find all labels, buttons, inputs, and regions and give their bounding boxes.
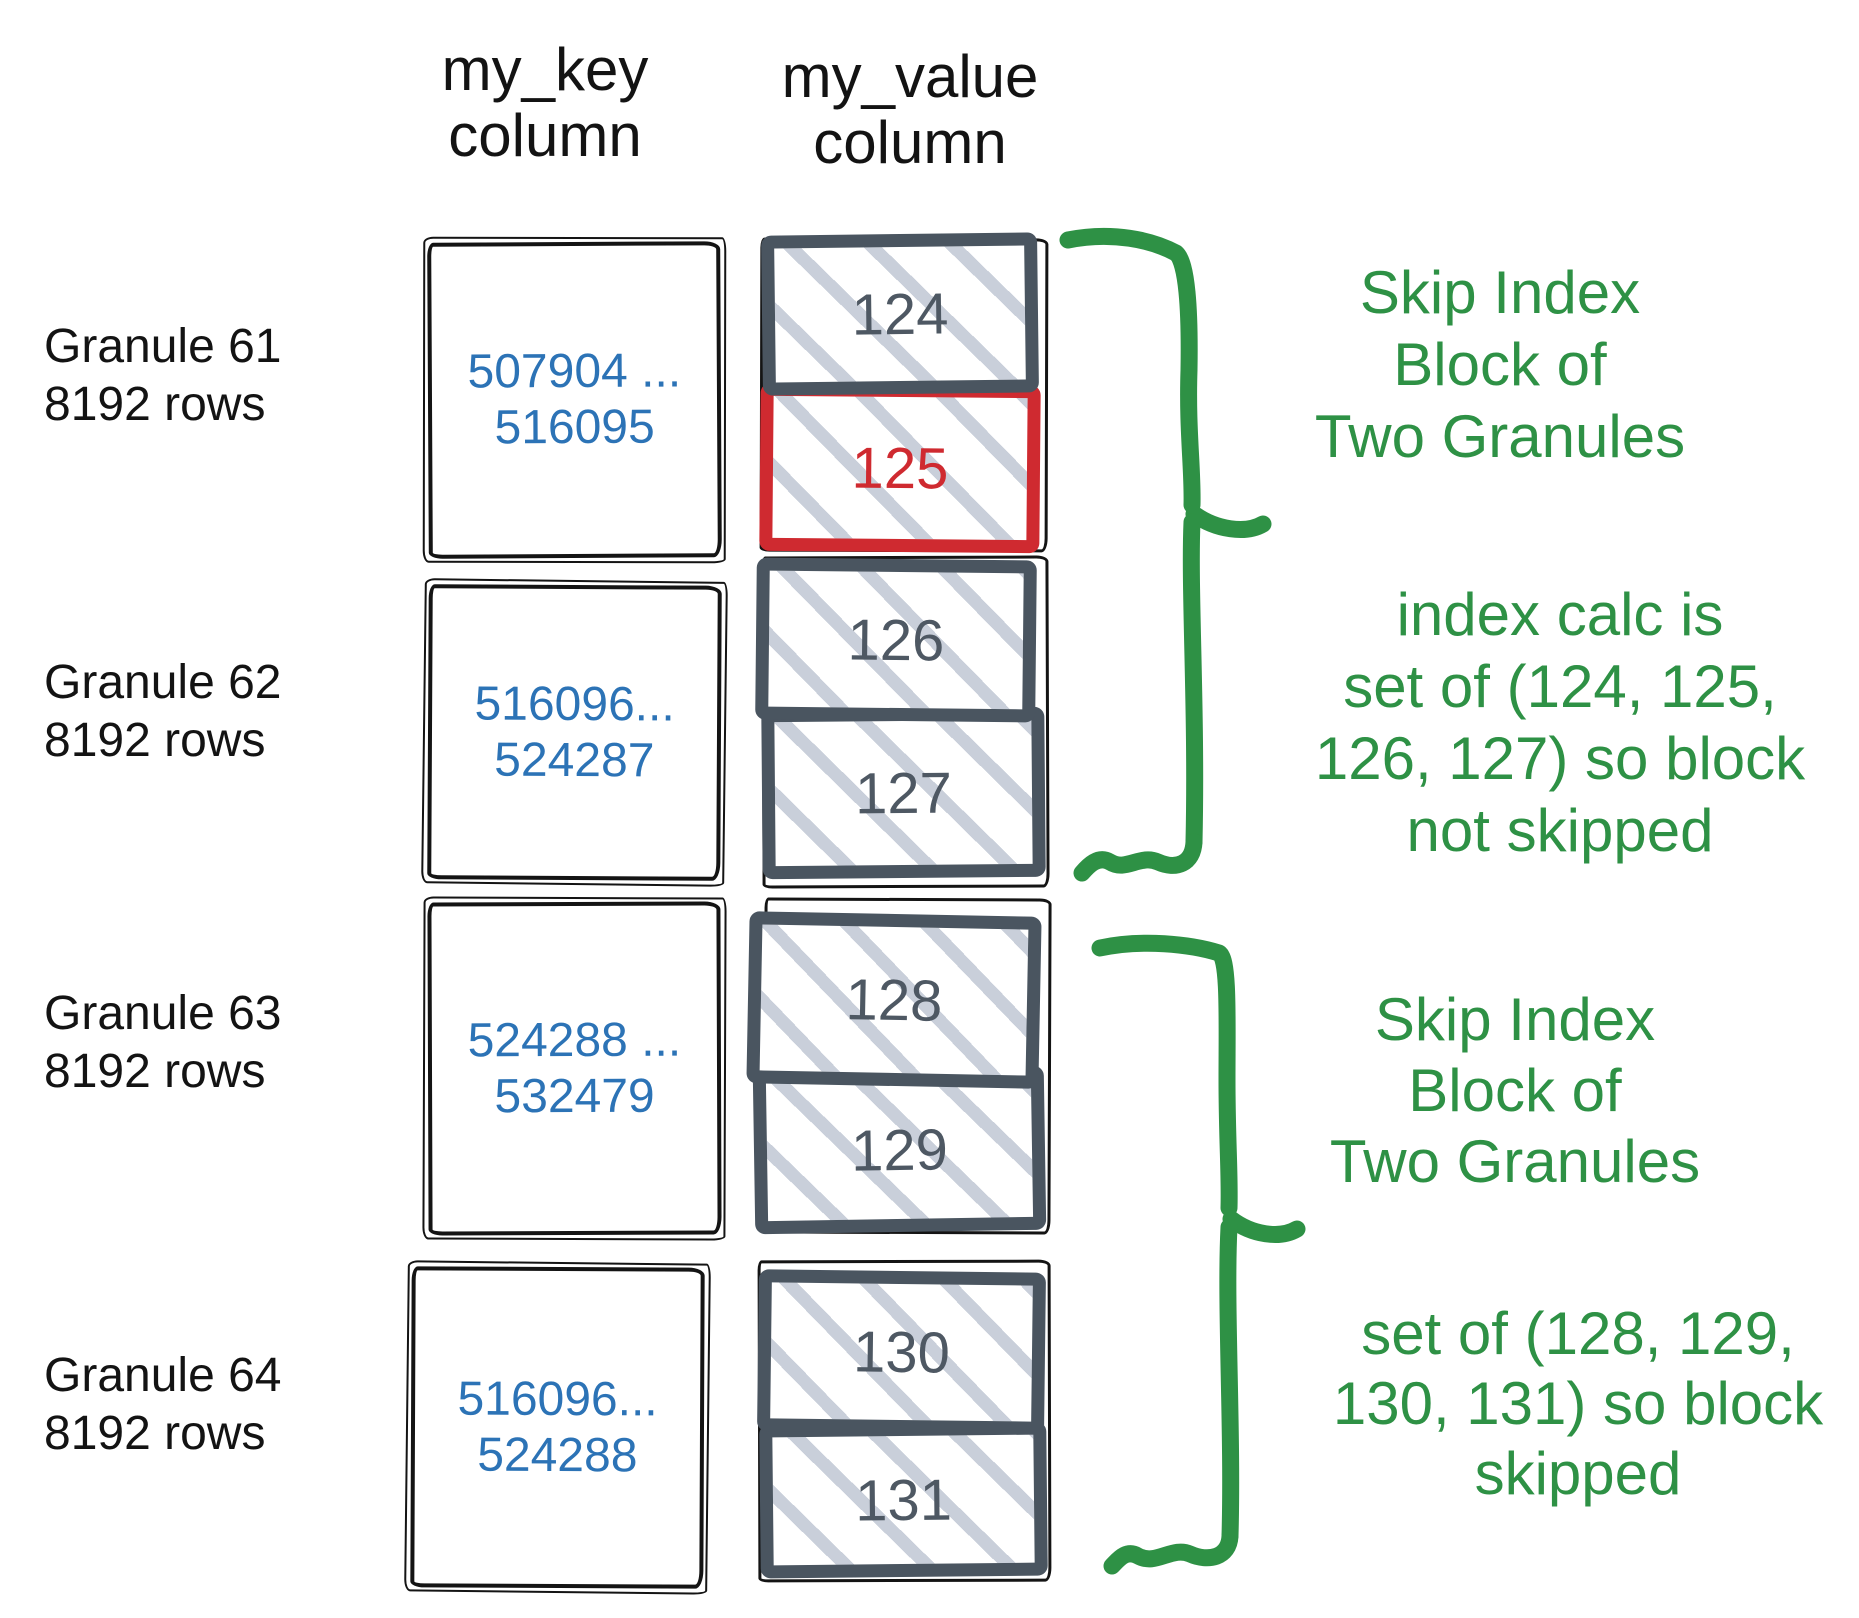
value-block-126: 126 <box>755 557 1037 723</box>
key-box-granule-61: 507904 ... 516095 <box>427 241 722 559</box>
value-block-128: 128 <box>746 911 1042 1089</box>
value-block-131: 131 <box>759 1421 1048 1579</box>
key-range: 507904 ... <box>467 344 682 399</box>
header-line: my_key <box>441 36 649 103</box>
granule-label-64: Granule 64 8192 rows <box>44 1349 282 1460</box>
granule-label-62: Granule 62 8192 rows <box>44 656 282 767</box>
header-line: column <box>813 109 1007 176</box>
curly-brace-nub-icon <box>1222 1210 1306 1243</box>
value-block-129: 129 <box>752 1065 1047 1235</box>
key-range: 524288 <box>477 1428 638 1482</box>
annotation-index-calc: index calc is set of (124, 125, 126, 127… <box>1314 581 1806 864</box>
annotation-skip-index-top: Skip Index Block of Two Granules <box>1314 259 1686 470</box>
key-range: 524287 <box>494 733 655 787</box>
value-block-130: 130 <box>757 1269 1046 1435</box>
key-range: 516096... <box>474 676 675 732</box>
curly-brace-nub-icon <box>1185 505 1272 538</box>
key-range: 516095 <box>494 400 655 455</box>
key-box-granule-63: 524288 ... 532479 <box>427 901 722 1236</box>
key-range: 524288 ... <box>467 1013 682 1067</box>
value-block-124: 124 <box>761 232 1039 396</box>
granule-label-61: Granule 61 8192 rows <box>44 320 282 431</box>
key-box-granule-64: 516096... 524288 <box>410 1266 705 1589</box>
annotation-skip-index-bottom: Skip Index Block of Two Granules <box>1329 986 1701 1195</box>
annotation-set-skipped: set of (128, 129, 130, 131) so block ski… <box>1332 1300 1824 1507</box>
column-header-my-value: my_value column <box>740 44 1080 176</box>
column-header-my-key: my_key column <box>375 37 715 169</box>
header-line: column <box>448 102 642 169</box>
curly-brace-top-icon <box>1091 934 1238 1217</box>
granule-label-63: Granule 63 8192 rows <box>44 987 282 1098</box>
curly-brace-top-icon <box>1059 227 1201 514</box>
value-block-125: 125 <box>759 382 1041 554</box>
key-range: 516096... <box>457 1372 658 1426</box>
key-box-granule-62: 516096... 524287 <box>427 584 722 881</box>
key-range: 532479 <box>494 1069 655 1123</box>
header-line: my_value <box>781 43 1039 110</box>
value-block-127: 127 <box>761 706 1046 880</box>
